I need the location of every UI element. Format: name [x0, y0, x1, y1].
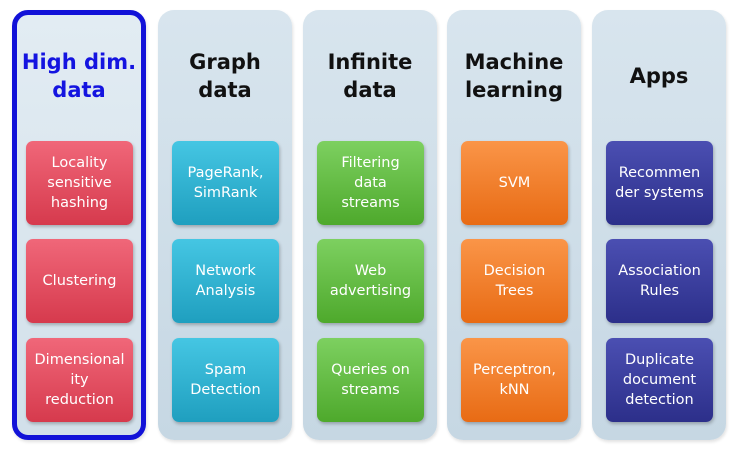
topic-box[interactable]: Recommen der systems	[606, 141, 713, 225]
topic-box[interactable]: Spam Detection	[172, 338, 279, 422]
column-machine-learning: Machine learning SVM Decision Trees Perc…	[447, 10, 581, 440]
column-title: Machine learning	[464, 50, 564, 102]
topic-box[interactable]: SVM	[461, 141, 568, 225]
topic-box[interactable]: Association Rules	[606, 239, 713, 323]
topic-box[interactable]: Decision Trees	[461, 239, 568, 323]
topic-box[interactable]: Perceptron, kNN	[461, 338, 568, 422]
column-title: Graph data	[189, 50, 261, 102]
topic-box[interactable]: Web advertising	[317, 239, 424, 323]
column-title: Infinite data	[327, 50, 413, 102]
column-title: High dim. data	[21, 50, 137, 102]
topic-box[interactable]: Dimensional ity reduction	[26, 338, 133, 422]
topic-box[interactable]: Network Analysis	[172, 239, 279, 323]
topic-box[interactable]: Queries on streams	[317, 338, 424, 422]
column-infinite-data: Infinite data Filtering data streams Web…	[303, 10, 437, 440]
topic-box[interactable]: Filtering data streams	[317, 141, 424, 225]
topic-box[interactable]: PageRank, SimRank	[172, 141, 279, 225]
column-graph-data: Graph data PageRank, SimRank Network Ana…	[158, 10, 292, 440]
topic-box[interactable]: Duplicate document detection	[606, 338, 713, 422]
column-apps: Apps Recommen der systems Association Ru…	[592, 10, 726, 440]
column-title: Apps	[629, 64, 689, 88]
topic-box[interactable]: Locality sensitive hashing	[26, 141, 133, 225]
topic-box[interactable]: Clustering	[26, 239, 133, 323]
column-high-dim-data: High dim. data Locality sensitive hashin…	[12, 10, 146, 440]
